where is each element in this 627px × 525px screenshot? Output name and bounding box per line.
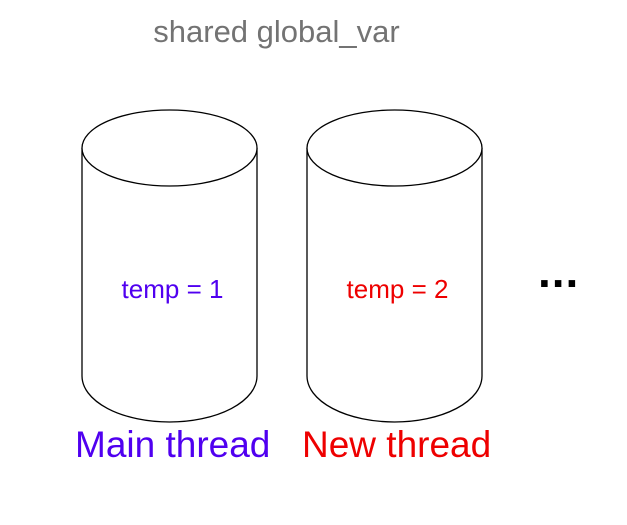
new-thread-cylinder-body: [306, 148, 483, 423]
main-thread-cylinder-top: [81, 109, 258, 187]
main-thread-cylinder-body: [81, 148, 258, 423]
new-thread-cylinder: [306, 109, 483, 423]
main-thread-temp-value: temp = 1: [121, 274, 224, 304]
main-thread-label: Main thread: [75, 424, 271, 465]
more-threads-ellipsis: ...: [538, 245, 580, 297]
new-thread-cylinder-top: [306, 109, 483, 187]
diagram-title: shared global_var: [153, 14, 400, 49]
new-thread-temp-value: temp = 2: [346, 274, 449, 304]
new-thread-label: New thread: [302, 424, 492, 465]
main-thread-cylinder: [81, 109, 258, 423]
